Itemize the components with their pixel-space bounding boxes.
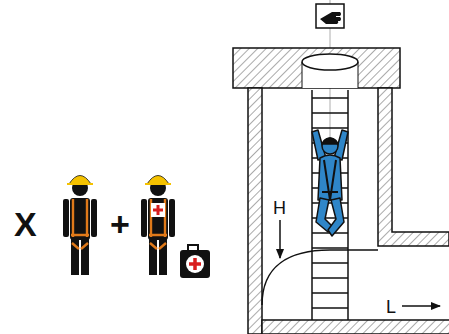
manhole-rim [302, 54, 358, 70]
ladder-rung [312, 292, 348, 294]
ladder-rung [312, 247, 348, 249]
ladder-rung [312, 307, 348, 309]
depth-arrow [279, 220, 281, 258]
multiplier-sign: X [14, 207, 37, 241]
ladder-rung [312, 202, 348, 204]
shaft-wall [248, 88, 262, 334]
ladder-rung [312, 97, 348, 99]
tunnel-arch [262, 250, 378, 305]
chest-cross [151, 203, 165, 217]
tunnel-floor [262, 320, 449, 334]
rescuer-figure [141, 176, 175, 276]
climbing-worker [312, 130, 348, 236]
ladder-rung [312, 112, 348, 114]
first-aid-kit [180, 245, 210, 278]
hand-sign [316, 4, 344, 28]
plus-sign: + [110, 207, 130, 241]
ladder-rung [312, 262, 348, 264]
depth-label: H [273, 199, 286, 217]
cover-slab [233, 48, 400, 88]
length-arrow [402, 305, 440, 307]
ladder-rung [312, 127, 348, 129]
ladder-rung [312, 277, 348, 279]
shaft-wall [378, 88, 449, 246]
length-label: L [386, 298, 396, 316]
worker-figure [63, 176, 97, 276]
ladder [312, 90, 348, 320]
